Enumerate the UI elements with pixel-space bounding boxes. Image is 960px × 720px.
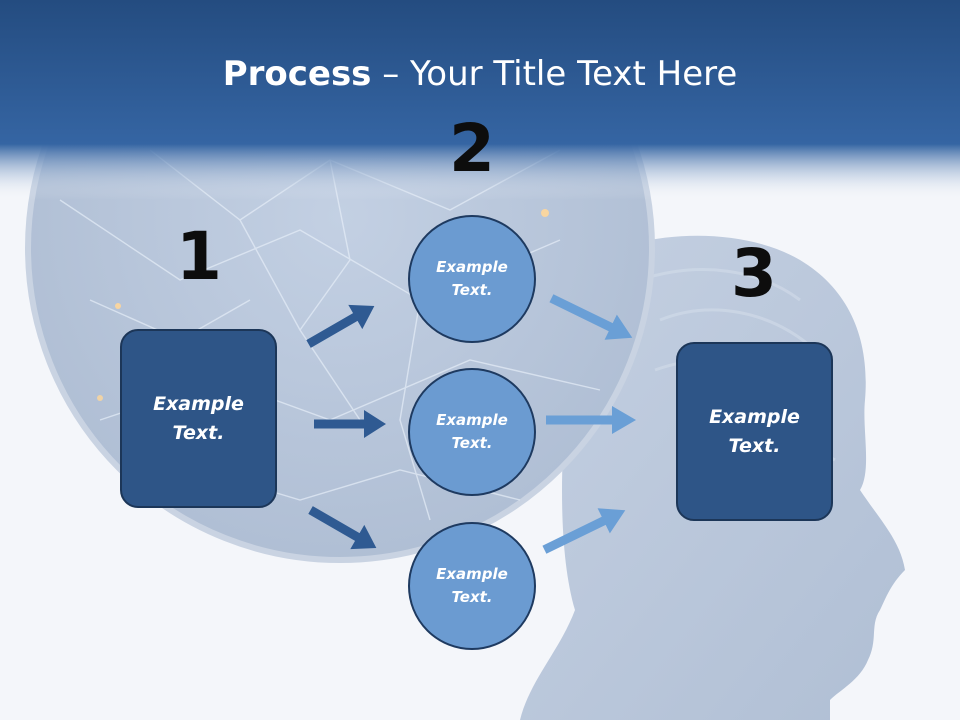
step3-text: Example Text. xyxy=(709,405,800,457)
step-number-1: 1 xyxy=(176,218,222,295)
step2-circle-3: Example Text. xyxy=(408,522,536,650)
header-band xyxy=(0,0,960,200)
step2-circle-2-text: Example Text. xyxy=(436,411,508,452)
step2-circle-1-text: Example Text. xyxy=(436,258,508,299)
step1-text: Example Text. xyxy=(153,392,244,444)
arrow-right-icon xyxy=(314,410,386,438)
title-bold: Process xyxy=(222,54,372,94)
step3-box: Example Text. xyxy=(676,342,833,521)
step1-box: Example Text. xyxy=(120,329,277,508)
step2-circle-3-text: Example Text. xyxy=(436,565,508,606)
arrow-right-icon xyxy=(308,506,377,550)
arrow-right-icon xyxy=(549,294,633,340)
page-title: Process – Your Title Text Here xyxy=(0,52,960,96)
title-rest: – Your Title Text Here xyxy=(371,54,738,94)
arrow-right-icon xyxy=(542,508,626,554)
arrow-right-icon xyxy=(306,304,375,348)
step-number-3: 3 xyxy=(731,235,777,312)
step2-circle-1: Example Text. xyxy=(408,215,536,343)
step-number-2: 2 xyxy=(449,110,495,187)
step2-circle-2: Example Text. xyxy=(408,368,536,496)
arrow-right-icon xyxy=(546,406,636,434)
